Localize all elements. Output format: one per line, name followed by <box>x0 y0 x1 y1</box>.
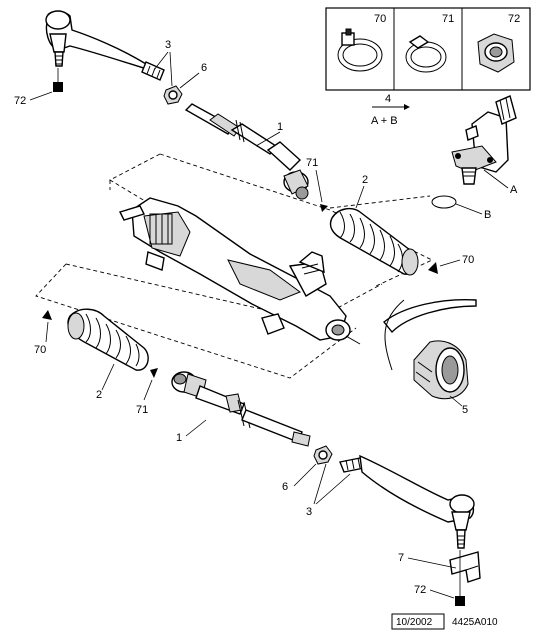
marker-70-top <box>428 262 438 274</box>
locknut-top <box>163 85 183 105</box>
legend-inset: 70 71 72 <box>325 7 531 91</box>
clip-ring-icon <box>405 35 447 73</box>
inset-label-71: 71 <box>442 13 454 25</box>
callout-71-bottom: 71 <box>136 404 148 416</box>
footer-ref: 4425A010 <box>452 617 498 628</box>
callout-a: A <box>510 184 518 196</box>
callout-2-bottom: 2 <box>96 389 102 401</box>
step-annotation: 4 A + B <box>371 93 410 127</box>
callout-70-top: 70 <box>462 254 474 266</box>
step-text: A + B <box>371 115 398 127</box>
tie-rod-end-top <box>45 10 165 81</box>
callout-2-top: 2 <box>362 174 368 186</box>
hex-nut-icon <box>477 33 515 73</box>
inset-label-70: 70 <box>374 13 386 25</box>
callout-6-bottom: 6 <box>282 481 288 493</box>
marker-70-bottom <box>42 310 52 320</box>
tie-rod-end-bottom <box>339 454 475 549</box>
callout-5: 5 <box>462 404 468 416</box>
callout-72-bottom: 72 <box>414 584 426 596</box>
callout-72-top: 72 <box>14 95 26 107</box>
rack-housing <box>119 197 361 345</box>
marker-71-top <box>320 204 328 212</box>
inset-label-72: 72 <box>508 13 520 25</box>
mounting-bush <box>413 340 469 400</box>
inner-tie-rod-bottom <box>171 371 311 447</box>
mount-arc <box>383 298 477 334</box>
callout-1-bottom: 1 <box>176 432 182 444</box>
marker-71-bottom <box>150 368 158 378</box>
clamp-band-icon <box>337 28 383 72</box>
pinion-valve <box>451 95 517 185</box>
locknut-bottom <box>313 445 333 465</box>
callout-b: B <box>484 209 491 221</box>
step-number: 4 <box>385 93 391 105</box>
footer: 10/2002 4425A010 <box>391 613 498 630</box>
callout-6-top: 6 <box>201 62 207 74</box>
callout-1-top: 1 <box>277 121 283 133</box>
bracket <box>449 551 481 583</box>
footer-date: 10/2002 <box>396 617 433 628</box>
nut-marker-72-bottom <box>455 596 465 606</box>
callout-3-bottom: 3 <box>306 506 312 518</box>
callout-7: 7 <box>398 552 404 564</box>
inner-tie-rod-top <box>184 103 309 200</box>
boot-top <box>329 207 419 276</box>
callout-3-top: 3 <box>165 39 171 51</box>
callout-71-top: 71 <box>306 157 318 169</box>
boot-bottom <box>67 308 149 371</box>
nut-marker-72-top <box>53 82 63 92</box>
seal-ring-b <box>431 195 457 209</box>
callout-70-bottom: 70 <box>34 344 46 356</box>
